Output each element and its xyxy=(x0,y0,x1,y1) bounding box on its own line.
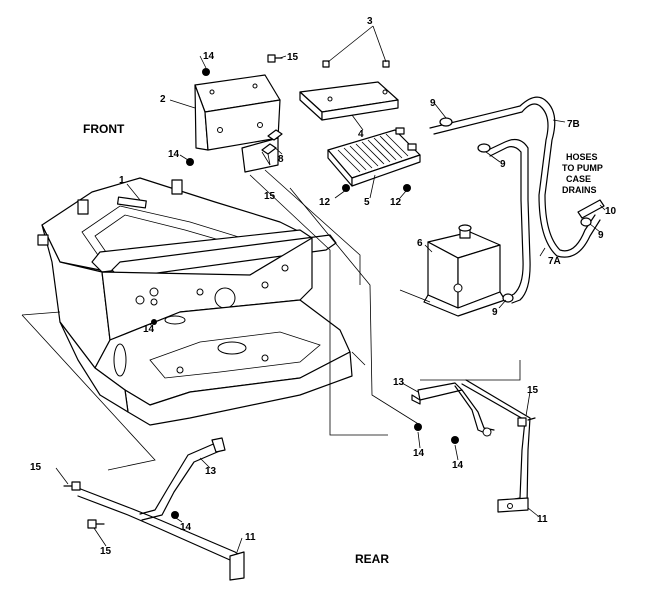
callout-15-c: 15 xyxy=(527,385,539,396)
callout-3: 3 xyxy=(367,16,373,27)
bracket-plate-2 xyxy=(194,74,281,173)
fasteners xyxy=(151,54,459,519)
oil-cooler-5 xyxy=(327,127,421,187)
callout-9-a: 9 xyxy=(430,98,436,109)
callout-15-d: 15 xyxy=(30,462,42,473)
callout-leaders xyxy=(55,25,606,553)
callout-14-c: 14 xyxy=(143,324,155,335)
assembly-lines xyxy=(21,169,521,471)
bracket-11-left xyxy=(63,481,245,581)
callout-4: 4 xyxy=(358,129,364,140)
fittings xyxy=(261,117,605,303)
main-frame xyxy=(37,177,353,426)
callout-2: 2 xyxy=(160,94,166,105)
callout-14-a: 14 xyxy=(203,51,215,62)
callout-10: 10 xyxy=(605,206,617,217)
callout-13-right: 13 xyxy=(393,377,405,388)
bracket-13-left xyxy=(139,437,226,521)
callout-6: 6 xyxy=(417,238,423,249)
reservoir-tank-6 xyxy=(423,224,506,317)
callout-numbers: 1 2 3 4 5 6 7A 7B 8 9 9 9 9 10 11 11 12 … xyxy=(30,16,617,557)
callout-11-right: 11 xyxy=(537,514,548,525)
callout-14-b: 14 xyxy=(168,149,180,160)
callout-15-a: 15 xyxy=(287,52,299,63)
callout-12-right: 12 xyxy=(390,197,402,208)
hoses-note-line2: TO PUMP xyxy=(562,163,603,173)
bracket-11-right xyxy=(461,379,536,513)
hoses-7a-7b xyxy=(429,96,601,304)
callout-12-left: 12 xyxy=(319,197,331,208)
callout-14-f: 14 xyxy=(180,522,192,533)
callout-15-b: 15 xyxy=(264,191,276,202)
rear-label: REAR xyxy=(355,552,389,566)
callout-11-left: 11 xyxy=(245,532,256,543)
callout-13-left: 13 xyxy=(205,466,217,477)
callout-8: 8 xyxy=(278,154,284,165)
callout-7b: 7B xyxy=(567,119,580,130)
callout-9-d: 9 xyxy=(492,307,498,318)
hoses-note-line3: CASE xyxy=(566,174,591,184)
callout-9-b: 9 xyxy=(500,159,506,170)
callout-5: 5 xyxy=(364,197,370,208)
callout-14-e: 14 xyxy=(452,460,464,471)
callout-9-c: 9 xyxy=(598,230,604,241)
text-labels: FRONT REAR HOSES TO PUMP CASE DRAINS xyxy=(83,122,603,566)
hoses-note-line1: HOSES xyxy=(566,152,598,162)
bracket-13-right xyxy=(411,382,495,437)
callout-1: 1 xyxy=(119,175,125,186)
callout-15-e: 15 xyxy=(100,546,112,557)
callout-14-d: 14 xyxy=(413,448,425,459)
hoses-note-line4: DRAINS xyxy=(562,185,597,195)
front-label: FRONT xyxy=(83,122,125,136)
callout-7a: 7A xyxy=(548,256,561,267)
plate-4 xyxy=(299,81,399,121)
